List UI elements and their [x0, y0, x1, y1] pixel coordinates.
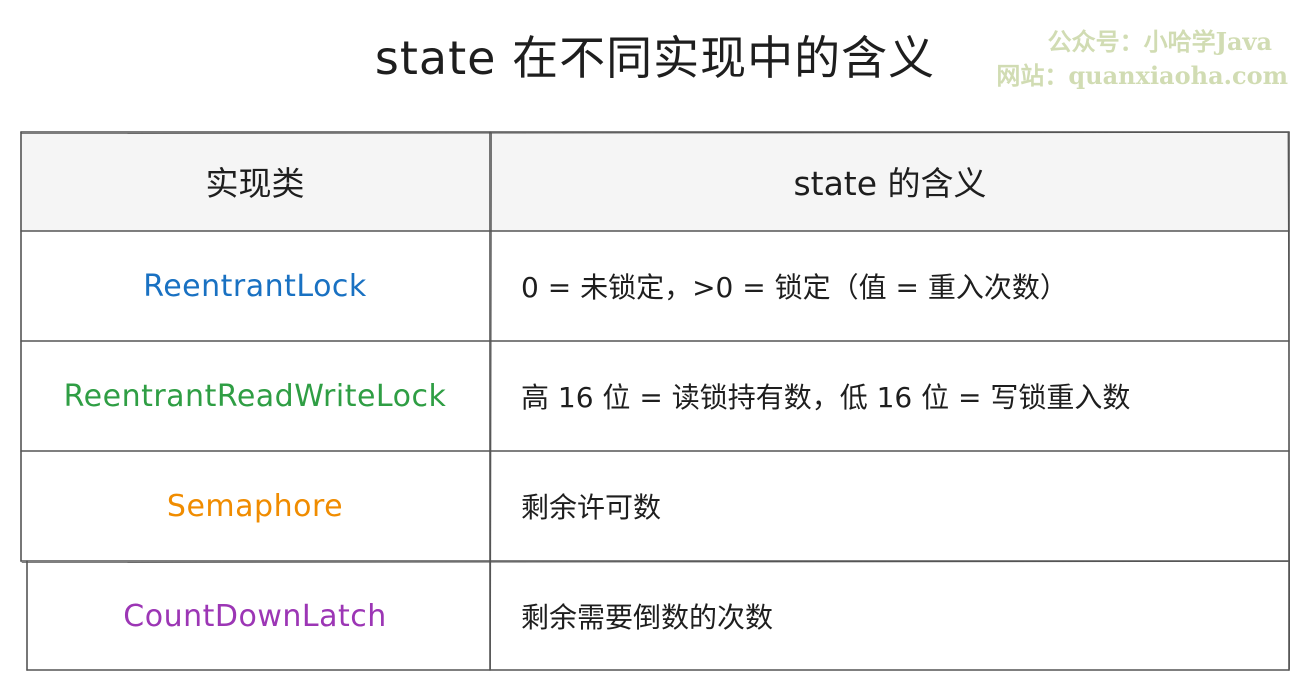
class-cell: CountDownLatch: [20, 561, 490, 671]
meaning-text: 剩余许可数: [521, 491, 662, 524]
meaning-cell: 高 16 位 = 读锁持有数，低 16 位 = 写锁重入数: [490, 341, 1290, 451]
watermark-wechat: 公众号：小哈学Java: [1047, 27, 1272, 56]
class-name: CountDownLatch: [123, 598, 387, 634]
header-class-label: 实现类: [205, 164, 305, 203]
class-cell: ReentrantReadWriteLock: [20, 341, 490, 451]
state-meaning-table: 实现类 state 的含义 ReentrantLock 0 = 未锁定，>0 =…: [20, 131, 1290, 671]
meaning-cell: 剩余需要倒数的次数: [490, 561, 1290, 671]
header-meaning-label: state 的含义: [793, 164, 987, 203]
class-name: ReentrantReadWriteLock: [63, 378, 447, 414]
meaning-cell: 0 = 未锁定，>0 = 锁定（值 = 重入次数）: [490, 231, 1290, 341]
meaning-cell: 剩余许可数: [490, 451, 1290, 561]
table-row: Semaphore 剩余许可数: [20, 451, 1290, 561]
table-row: ReentrantReadWriteLock 高 16 位 = 读锁持有数，低 …: [20, 341, 1290, 451]
watermark-website: 网站：quanxiaoha.com: [996, 61, 1288, 90]
meaning-text: 高 16 位 = 读锁持有数，低 16 位 = 写锁重入数: [521, 381, 1131, 414]
table-row: CountDownLatch 剩余需要倒数的次数: [20, 561, 1290, 671]
table-row: ReentrantLock 0 = 未锁定，>0 = 锁定（值 = 重入次数）: [20, 231, 1290, 341]
meaning-text: 0 = 未锁定，>0 = 锁定（值 = 重入次数）: [521, 271, 1068, 304]
header-cell-meaning: state 的含义: [490, 131, 1290, 231]
class-name: ReentrantLock: [143, 268, 367, 304]
class-cell: Semaphore: [20, 451, 490, 561]
table-header-row: 实现类 state 的含义: [20, 131, 1290, 231]
diagram-title: state 在不同实现中的含义: [374, 31, 936, 85]
class-cell: ReentrantLock: [20, 231, 490, 341]
class-name: Semaphore: [166, 488, 344, 524]
meaning-text: 剩余需要倒数的次数: [521, 601, 774, 634]
header-cell-class: 实现类: [20, 131, 490, 231]
